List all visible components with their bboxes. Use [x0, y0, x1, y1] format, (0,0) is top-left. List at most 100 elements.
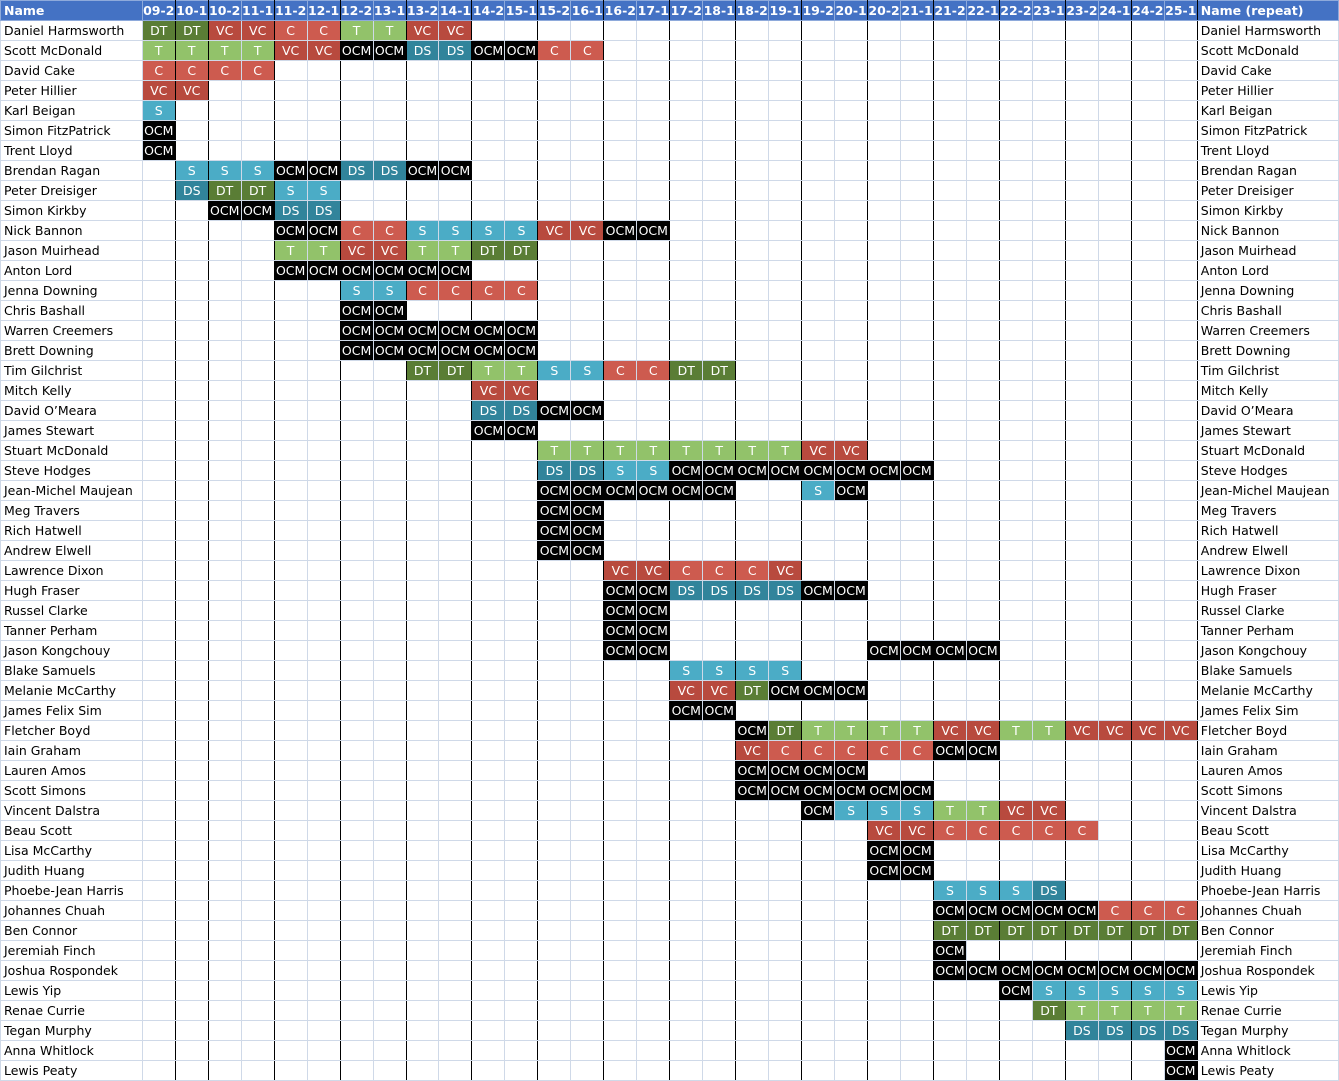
- schedule-cell[interactable]: [1130, 480, 1165, 501]
- schedule-cell[interactable]: [339, 1020, 374, 1041]
- schedule-cell[interactable]: [1031, 440, 1066, 461]
- schedule-cell[interactable]: [900, 420, 935, 441]
- schedule-cell[interactable]: OCM: [537, 540, 572, 561]
- schedule-cell[interactable]: S: [306, 180, 341, 201]
- schedule-cell[interactable]: [702, 20, 737, 41]
- schedule-cell[interactable]: [207, 580, 242, 601]
- schedule-cell[interactable]: [834, 900, 869, 921]
- schedule-cell[interactable]: [735, 120, 770, 141]
- schedule-cell[interactable]: [768, 400, 803, 421]
- schedule-cell[interactable]: OCM: [570, 500, 605, 521]
- schedule-cell[interactable]: [174, 980, 209, 1001]
- schedule-cell[interactable]: T: [1031, 720, 1066, 741]
- schedule-cell[interactable]: [537, 820, 572, 841]
- schedule-cell[interactable]: [998, 1060, 1033, 1081]
- schedule-cell[interactable]: [867, 940, 902, 961]
- schedule-cell[interactable]: [768, 1000, 803, 1021]
- schedule-cell[interactable]: OCM: [570, 480, 605, 501]
- row-name[interactable]: Simon FitzPatrick: [0, 120, 143, 141]
- schedule-cell[interactable]: [174, 1000, 209, 1021]
- schedule-cell[interactable]: [438, 880, 473, 901]
- header-period[interactable]: 15-1: [504, 0, 539, 21]
- schedule-cell[interactable]: [240, 320, 275, 341]
- schedule-cell[interactable]: [1097, 280, 1132, 301]
- schedule-cell[interactable]: S: [240, 160, 275, 181]
- schedule-cell[interactable]: [965, 780, 1000, 801]
- schedule-cell[interactable]: [998, 940, 1033, 961]
- schedule-cell[interactable]: VC: [438, 20, 473, 41]
- schedule-cell[interactable]: [933, 280, 967, 301]
- schedule-cell[interactable]: OCM: [768, 680, 803, 701]
- schedule-cell[interactable]: [1097, 800, 1132, 821]
- schedule-cell[interactable]: [504, 480, 539, 501]
- schedule-cell[interactable]: [471, 920, 506, 941]
- schedule-cell[interactable]: [1130, 20, 1165, 41]
- schedule-cell[interactable]: [438, 620, 473, 641]
- schedule-cell[interactable]: [998, 700, 1033, 721]
- schedule-cell[interactable]: [1163, 880, 1198, 901]
- schedule-cell[interactable]: [339, 900, 374, 921]
- schedule-cell[interactable]: VC: [240, 20, 275, 41]
- schedule-cell[interactable]: [1097, 540, 1132, 561]
- schedule-cell[interactable]: [834, 560, 869, 581]
- schedule-cell[interactable]: VC: [339, 240, 374, 261]
- schedule-cell[interactable]: C: [768, 740, 803, 761]
- schedule-cell[interactable]: T: [636, 440, 671, 461]
- schedule-cell[interactable]: [405, 1020, 440, 1041]
- schedule-cell[interactable]: OCM: [471, 340, 506, 361]
- schedule-cell[interactable]: [405, 880, 440, 901]
- schedule-cell[interactable]: [306, 600, 341, 621]
- schedule-cell[interactable]: [768, 300, 803, 321]
- schedule-cell[interactable]: [1031, 640, 1066, 661]
- schedule-cell[interactable]: [965, 520, 1000, 541]
- schedule-cell[interactable]: [438, 980, 473, 1001]
- schedule-cell[interactable]: [306, 900, 341, 921]
- row-name[interactable]: Brendan Ragan: [0, 160, 143, 181]
- schedule-cell[interactable]: [339, 860, 374, 881]
- schedule-cell[interactable]: [702, 540, 737, 561]
- row-name[interactable]: Jenna Downing: [0, 280, 143, 301]
- schedule-cell[interactable]: OCM: [636, 480, 671, 501]
- schedule-cell[interactable]: [570, 580, 605, 601]
- schedule-cell[interactable]: [1130, 60, 1165, 81]
- schedule-cell[interactable]: [867, 360, 902, 381]
- row-name-repeat[interactable]: Jenna Downing: [1196, 280, 1339, 301]
- schedule-cell[interactable]: [669, 800, 704, 821]
- schedule-cell[interactable]: [471, 940, 506, 961]
- schedule-cell[interactable]: C: [669, 560, 704, 581]
- schedule-cell[interactable]: [438, 520, 473, 541]
- schedule-cell[interactable]: [1097, 760, 1132, 781]
- schedule-cell[interactable]: [240, 380, 275, 401]
- schedule-cell[interactable]: [471, 700, 506, 721]
- schedule-cell[interactable]: S: [141, 100, 176, 121]
- schedule-cell[interactable]: [1031, 80, 1066, 101]
- schedule-cell[interactable]: T: [504, 360, 539, 381]
- schedule-cell[interactable]: [339, 560, 374, 581]
- schedule-cell[interactable]: [372, 740, 407, 761]
- schedule-cell[interactable]: [1064, 540, 1099, 561]
- schedule-cell[interactable]: [834, 540, 869, 561]
- schedule-cell[interactable]: VC: [702, 680, 737, 701]
- schedule-cell[interactable]: [306, 740, 341, 761]
- schedule-cell[interactable]: [405, 660, 440, 681]
- schedule-cell[interactable]: [405, 420, 440, 441]
- schedule-cell[interactable]: [1163, 420, 1198, 441]
- schedule-cell[interactable]: [339, 980, 374, 1001]
- schedule-cell[interactable]: [306, 660, 341, 681]
- schedule-cell[interactable]: [768, 280, 803, 301]
- schedule-cell[interactable]: [570, 380, 605, 401]
- schedule-cell[interactable]: [438, 740, 473, 761]
- schedule-cell[interactable]: [801, 980, 836, 1001]
- schedule-cell[interactable]: [735, 240, 770, 261]
- schedule-cell[interactable]: [306, 960, 341, 981]
- schedule-cell[interactable]: [207, 640, 242, 661]
- schedule-cell[interactable]: [240, 500, 275, 521]
- row-name-repeat[interactable]: Jason Muirhead: [1196, 240, 1339, 261]
- schedule-cell[interactable]: [570, 260, 605, 281]
- schedule-cell[interactable]: [768, 340, 803, 361]
- schedule-cell[interactable]: [636, 120, 671, 141]
- schedule-cell[interactable]: DT: [405, 360, 440, 381]
- schedule-cell[interactable]: [207, 520, 242, 541]
- schedule-cell[interactable]: OCM: [735, 760, 770, 781]
- schedule-cell[interactable]: [570, 140, 605, 161]
